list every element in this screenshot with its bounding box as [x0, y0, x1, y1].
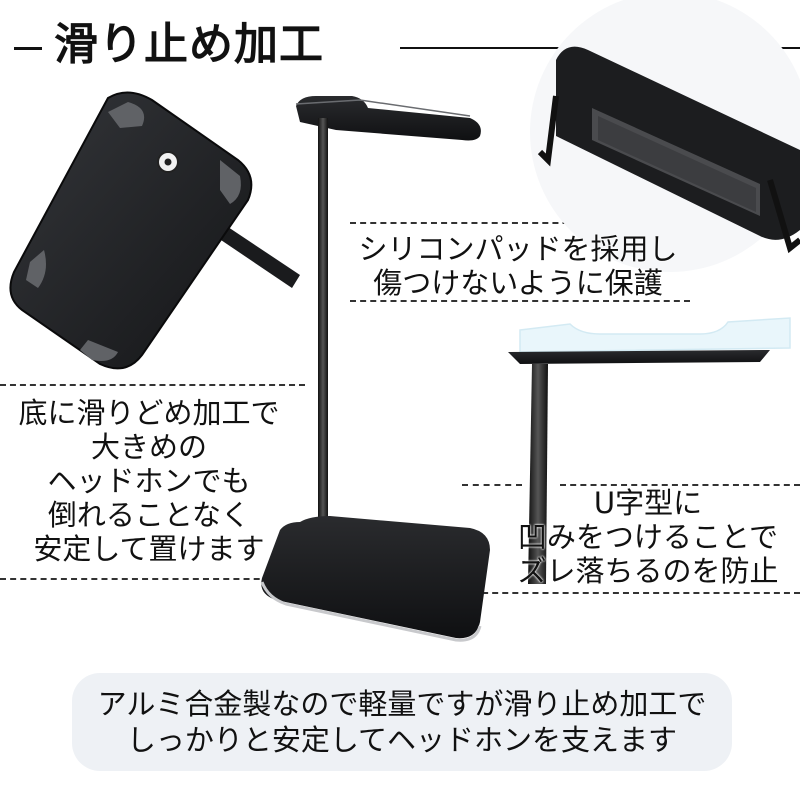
bottom-banner [72, 673, 732, 771]
guide-line-u-top [560, 484, 800, 486]
guide-line-silicone-top [350, 222, 690, 224]
banner-line: しっかりと安定してヘッドホンを支えます [126, 723, 678, 757]
title-dash-left [14, 47, 42, 50]
callout-line: ズレ落ちるのを防止 [517, 554, 779, 588]
guide-line-u-bottom [462, 592, 800, 594]
callout-base-non-slip: 底に滑りどめ加工で 大きめの ヘッドホンでも 倒れることなく 安定して置けます [4, 396, 294, 566]
banner-line: アルミ合金製なので軽量ですが滑り止め加工で [97, 687, 707, 721]
callout-line: 安定して置けます [33, 532, 265, 566]
callout-line: シリコンパッドを採用し [358, 232, 678, 266]
guide-line-silicone-bottom [350, 300, 690, 302]
foot-pad [108, 102, 145, 128]
callout-line: 大きめの [90, 430, 207, 464]
bottom-banner-text: アルミ合金製なので軽量ですが滑り止め加工で しっかりと安定してヘッドホンを支えま… [72, 686, 732, 758]
callout-line: 倒れることなく [47, 498, 251, 532]
callout-line: U字型に [593, 486, 703, 520]
callout-line: 傷つけないように保護 [373, 266, 663, 300]
guide-line-left-bottom [0, 578, 280, 580]
callout-line: ヘッドホンでも [47, 464, 251, 498]
callout-silicone-pad: シリコンパッドを採用し 傷つけないように保護 [348, 232, 688, 300]
callout-line: 凹みをつけることで [517, 520, 779, 554]
callout-line: 底に滑りどめ加工で [18, 396, 280, 430]
callout-u-shape: U字型に 凹みをつけることで ズレ落ちるのを防止 [498, 486, 798, 588]
guide-line-left-top [0, 384, 305, 386]
page-title: 滑り止め加工 [54, 19, 324, 70]
guide-line-u-left [462, 484, 522, 486]
